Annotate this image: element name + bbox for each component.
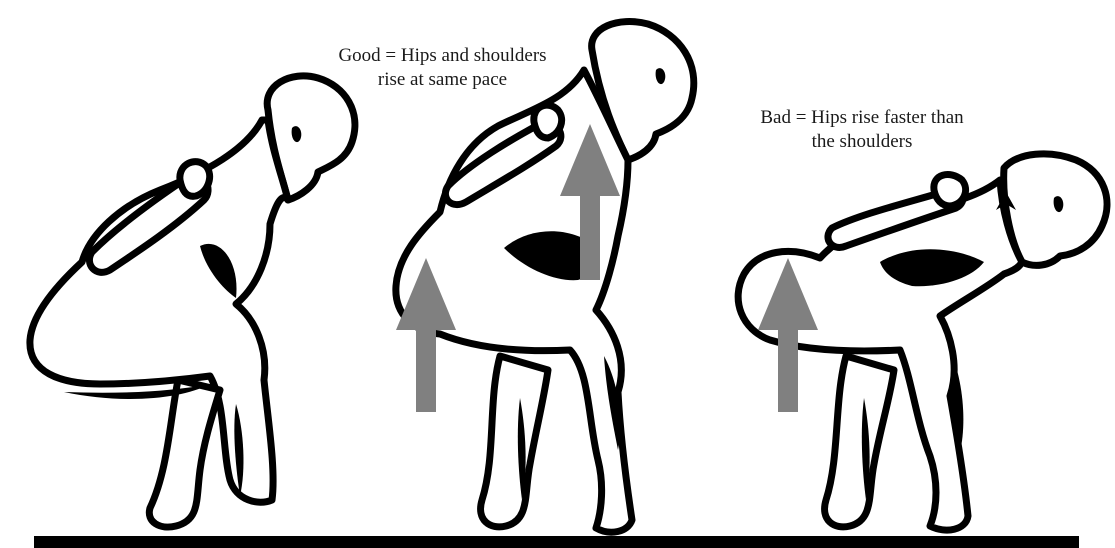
good-caption: Good = Hips and shoulders rise at same p…	[300, 44, 585, 92]
fist	[180, 162, 210, 197]
bad-caption-line2: the shoulders	[712, 130, 1012, 154]
bad-caption-line1: Bad = Hips rise faster than	[712, 106, 1012, 130]
good-caption-line2: rise at same pace	[300, 68, 585, 92]
shin	[825, 356, 894, 527]
squat-figure-bottom	[30, 76, 355, 527]
shin	[149, 380, 220, 527]
fist	[934, 175, 966, 206]
squat-figure-good	[396, 22, 694, 533]
good-caption-line1: Good = Hips and shoulders	[300, 44, 585, 68]
body	[30, 120, 288, 502]
bad-caption: Bad = Hips rise faster than the shoulder…	[712, 106, 1012, 154]
fist	[534, 105, 562, 138]
shin	[481, 356, 548, 527]
ground-line	[34, 536, 1079, 548]
